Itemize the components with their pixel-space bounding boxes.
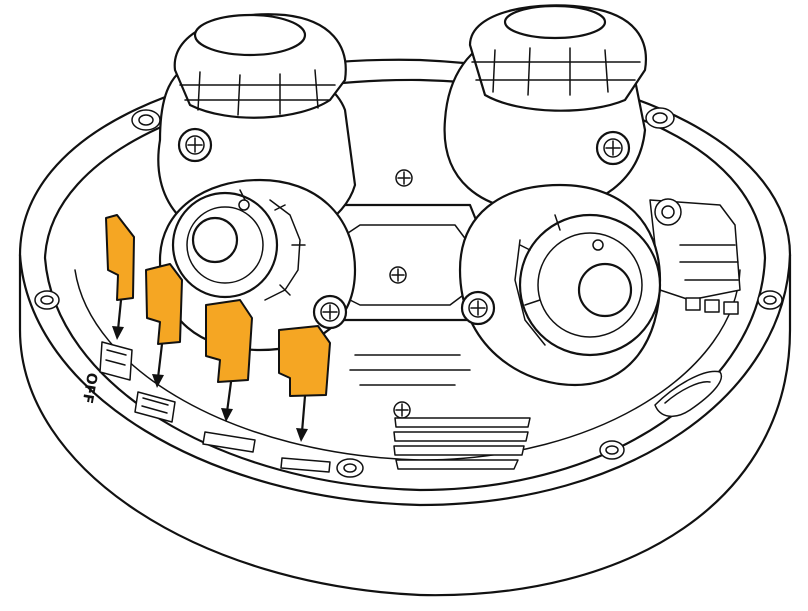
pivot-screw (460, 290, 496, 326)
screw-hole (336, 458, 364, 478)
rim-screws (34, 107, 783, 478)
sd-slot-4 (280, 457, 331, 473)
center-screw (389, 266, 407, 284)
pivot-screw (595, 130, 631, 166)
sd-cards (105, 214, 331, 397)
camera-module-middle-left (158, 178, 357, 352)
screw-hole (645, 107, 675, 129)
sd-slot-3 (202, 431, 256, 453)
camera-module-top-right (443, 4, 647, 214)
arrow-1 (112, 298, 124, 340)
screw-hole (34, 290, 60, 310)
arrow-2 (152, 342, 164, 388)
slot-label: OFF (79, 371, 100, 404)
sd-card-3 (205, 299, 253, 383)
screw-hole (131, 109, 161, 131)
sd-slots: OFF (79, 341, 331, 473)
pivot-screw (312, 294, 348, 330)
vent-slots (393, 417, 531, 470)
sd-card-2 (145, 263, 183, 345)
camera-module-middle-right (458, 183, 662, 387)
insertion-arrows (112, 298, 308, 442)
sd-slot-2 (134, 391, 176, 423)
screw-hole (757, 290, 783, 310)
arrow-3 (221, 380, 233, 422)
sd-card-1 (105, 214, 135, 301)
sd-slot-1 (99, 341, 133, 381)
sd-card-4 (278, 325, 331, 397)
housing-base (18, 58, 792, 597)
screw-hole (599, 440, 625, 460)
arrow-4 (296, 394, 308, 442)
pivot-screw (177, 127, 213, 163)
connector-block (649, 198, 741, 315)
cable-clip (654, 370, 723, 417)
center-screw (395, 169, 413, 187)
center-screw (393, 401, 411, 419)
